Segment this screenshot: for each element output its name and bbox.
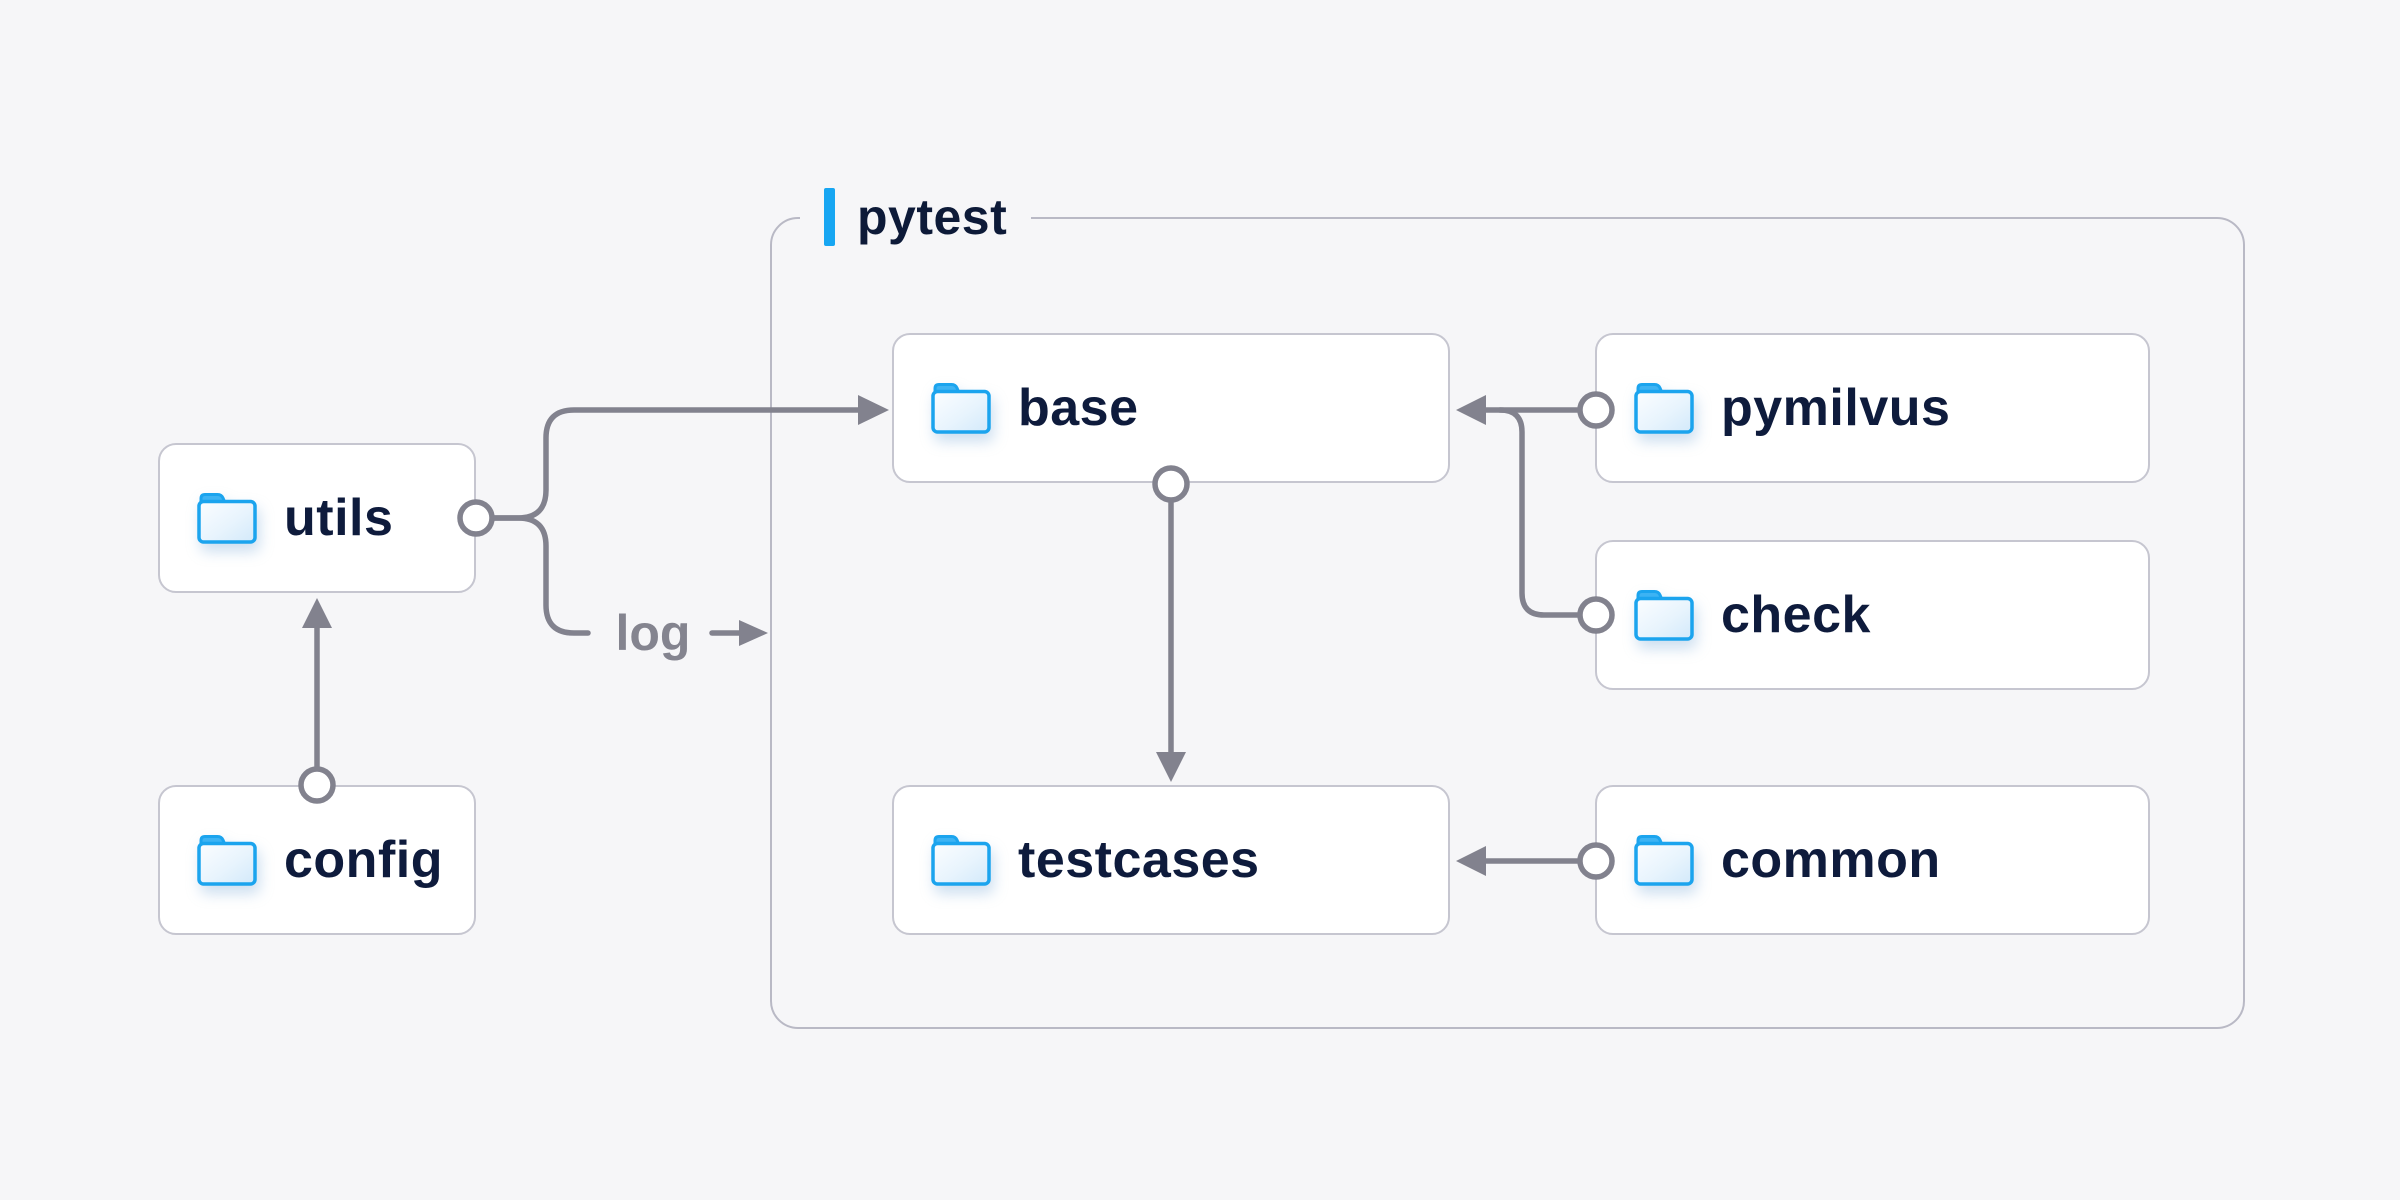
- node-base: base: [892, 333, 1450, 483]
- node-check: check: [1595, 540, 2150, 690]
- folder-icon: [1634, 835, 1694, 886]
- accent-bar-icon: [824, 188, 835, 246]
- node-label: pymilvus: [1721, 379, 1951, 437]
- node-label: base: [1018, 379, 1139, 437]
- folder-icon: [197, 835, 257, 886]
- pytest-container-label: pytest: [800, 181, 1032, 253]
- folder-icon: [931, 835, 991, 886]
- arrowhead: [302, 598, 332, 628]
- edge-utils-log: [489, 515, 591, 636]
- pytest-container: [770, 217, 2245, 1029]
- folder-icon: [1634, 590, 1694, 641]
- folder-icon: [931, 383, 991, 434]
- folder-icon: [197, 493, 257, 544]
- container-label-text: pytest: [857, 189, 1008, 245]
- node-pymilvus: pymilvus: [1595, 333, 2150, 483]
- node-testcases: testcases: [892, 785, 1450, 935]
- folder-icon: [1634, 383, 1694, 434]
- node-common: common: [1595, 785, 2150, 935]
- node-utils: utils: [158, 443, 476, 593]
- node-label: check: [1721, 586, 1871, 644]
- node-config: config: [158, 785, 476, 935]
- node-label: testcases: [1018, 831, 1260, 889]
- edge-label-log: log: [615, 605, 691, 661]
- node-label: utils: [284, 489, 394, 547]
- arrowhead: [739, 620, 768, 646]
- node-label: config: [284, 831, 443, 889]
- node-label: common: [1721, 831, 1941, 889]
